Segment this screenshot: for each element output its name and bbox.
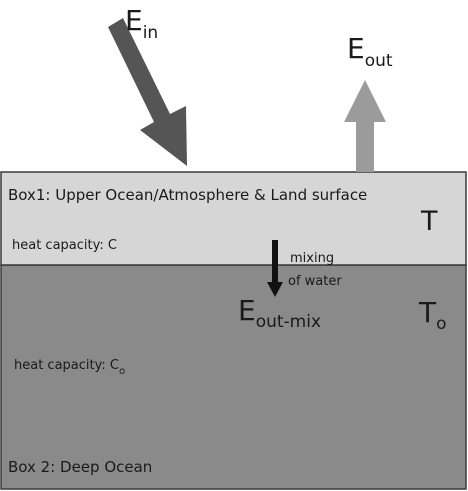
box1-upper-ocean	[0, 171, 467, 266]
mixing-arrow	[267, 240, 283, 297]
box1-title: Box1: Upper Ocean/Atmosphere & Land surf…	[8, 186, 367, 204]
mixing-label-line1: mixing	[290, 251, 334, 266]
energy-out-label: Eout	[347, 32, 393, 71]
box2-heat-capacity: heat capacity: Co	[14, 358, 125, 377]
box1-temperature-label: T	[420, 206, 438, 237]
box2-deep-ocean	[0, 264, 467, 490]
box2-title: Box 2: Deep Ocean	[8, 458, 152, 476]
energy-in-label: Ein	[125, 4, 158, 43]
energy-out-arrow	[344, 80, 386, 172]
box2-temperature-label: To	[418, 296, 447, 334]
box1-heat-capacity: heat capacity: C	[12, 238, 117, 253]
energy-out-mix-label: Eout-mix	[238, 294, 321, 332]
energy-in-arrow	[108, 18, 187, 166]
mixing-label-line2: of water	[288, 274, 342, 289]
